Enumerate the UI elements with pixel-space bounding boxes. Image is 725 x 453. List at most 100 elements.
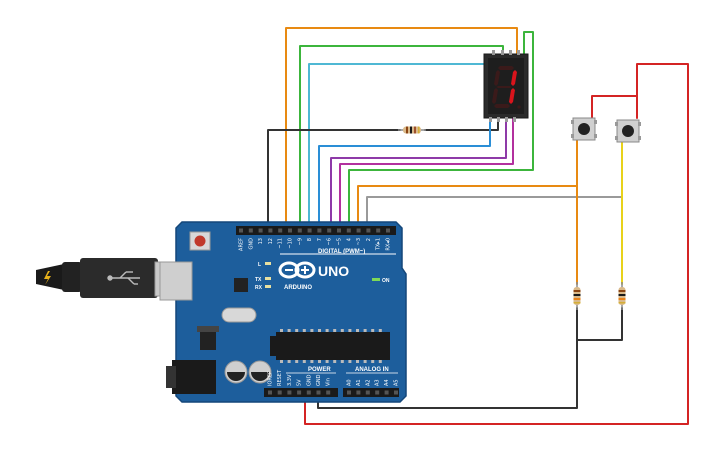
wire-black-resistor-gnd[interactable] [267,129,401,227]
header-pin[interactable] [317,228,322,233]
usb-cable-boot [62,262,82,292]
pin-label: A1 [356,379,362,386]
segment-c[interactable] [509,88,515,104]
wire-black-display-gnd[interactable] [424,117,499,131]
pin-label: GND [306,374,312,386]
chip-pin [363,329,367,332]
wire-orange-display-pin12[interactable] [285,27,518,227]
digital-header-pins [239,228,390,233]
pin-label: RESET [277,369,283,386]
header-pin[interactable] [268,228,273,233]
chip-pin [302,329,306,332]
header-pin[interactable] [297,390,302,395]
digital-header-label: DIGITAL (PWM~) [318,249,365,255]
header-pin[interactable] [258,228,263,233]
header-pin[interactable] [375,390,380,395]
chip-pin [325,329,329,332]
pulldown-resistor-1[interactable] [573,282,581,310]
header-pin[interactable] [277,390,282,395]
header-pin[interactable] [384,390,389,395]
header-pin[interactable] [365,390,370,395]
crystal [221,307,257,323]
arduino-logo [278,261,316,279]
chip-pin [340,329,344,332]
capacitor-2 [248,360,272,384]
push-button-2[interactable] [615,119,641,143]
chip-pin [280,329,283,332]
segment-f [494,70,500,86]
pin-label: ~3 [356,238,362,245]
pin-label: Vin [326,378,332,386]
header-pin[interactable] [306,390,311,395]
led-l [265,262,271,265]
chip-pin [371,360,375,363]
header-pin[interactable] [316,390,321,395]
header-pin[interactable] [356,228,361,233]
header-pin[interactable] [326,390,331,395]
header-pin[interactable] [248,228,253,233]
wire-red-buttons-bridge[interactable] [591,95,638,119]
chip-pin [280,360,283,363]
wire-blue-display-pin8[interactable] [318,117,491,227]
header-pin[interactable] [307,228,312,233]
chip-pin [371,329,375,332]
wire-green-display-pin5[interactable] [348,31,534,227]
led-on [372,278,380,281]
header-pin[interactable] [386,228,390,233]
chip-pin [287,360,291,363]
capacitor-1 [224,360,248,384]
pin-label: GND [316,374,322,386]
pin-label: 3.3V [287,374,293,386]
display-pins [489,50,520,122]
header-pin[interactable] [347,390,351,395]
seven-segment-display[interactable] [483,50,529,122]
wire-purple-display-pin7[interactable] [330,117,507,227]
wire-black-pulldown-ground[interactable] [576,307,623,341]
header-pin[interactable] [327,228,332,233]
analog-header [343,388,399,397]
led-tx [265,277,271,280]
header-pin[interactable] [337,228,341,233]
header-pin[interactable] [239,228,243,233]
atmega-chip [270,329,390,363]
wire-gray-button2-pin3[interactable] [366,141,623,227]
header-pin[interactable] [346,228,351,233]
voltage-regulator-tab [197,326,219,332]
header-pin[interactable] [297,228,302,233]
header-pin[interactable] [268,390,272,395]
pin-label: 7 [317,238,323,241]
chip-pin [295,329,299,332]
segment-b[interactable] [511,70,517,86]
pin-label: GND [248,238,254,250]
power-jack-inner [166,366,176,388]
pin-label: ~9 [297,238,303,245]
pin-label: RX◂0 [386,238,392,251]
pulldown-resistor-2[interactable] [618,282,626,310]
header-pin[interactable] [394,390,398,395]
push-button-1[interactable] [571,117,597,141]
display-resistor[interactable] [398,126,426,134]
header-pin[interactable] [366,228,371,233]
chip-pin [295,360,299,363]
header-pin[interactable] [287,390,292,395]
wire-orange-button1-pin4[interactable] [357,137,578,227]
chip-pin [356,360,359,363]
header-pin[interactable] [356,390,361,395]
chip-pin [325,360,329,363]
header-pin[interactable] [376,228,381,233]
header-pin[interactable] [288,228,292,233]
power-jack[interactable] [172,360,216,394]
reset-button[interactable] [189,231,211,251]
segment-e [492,88,498,104]
chip-pin [333,360,337,363]
wire-red-5v-buttons[interactable] [304,63,689,425]
wire-magenta-display-pin6[interactable] [339,117,514,227]
header-pin[interactable] [278,228,283,233]
usb-port[interactable] [159,261,193,301]
chip-pin [318,329,321,332]
chip-pin [378,360,382,363]
wire-cyan-display-pin9[interactable] [308,53,495,227]
